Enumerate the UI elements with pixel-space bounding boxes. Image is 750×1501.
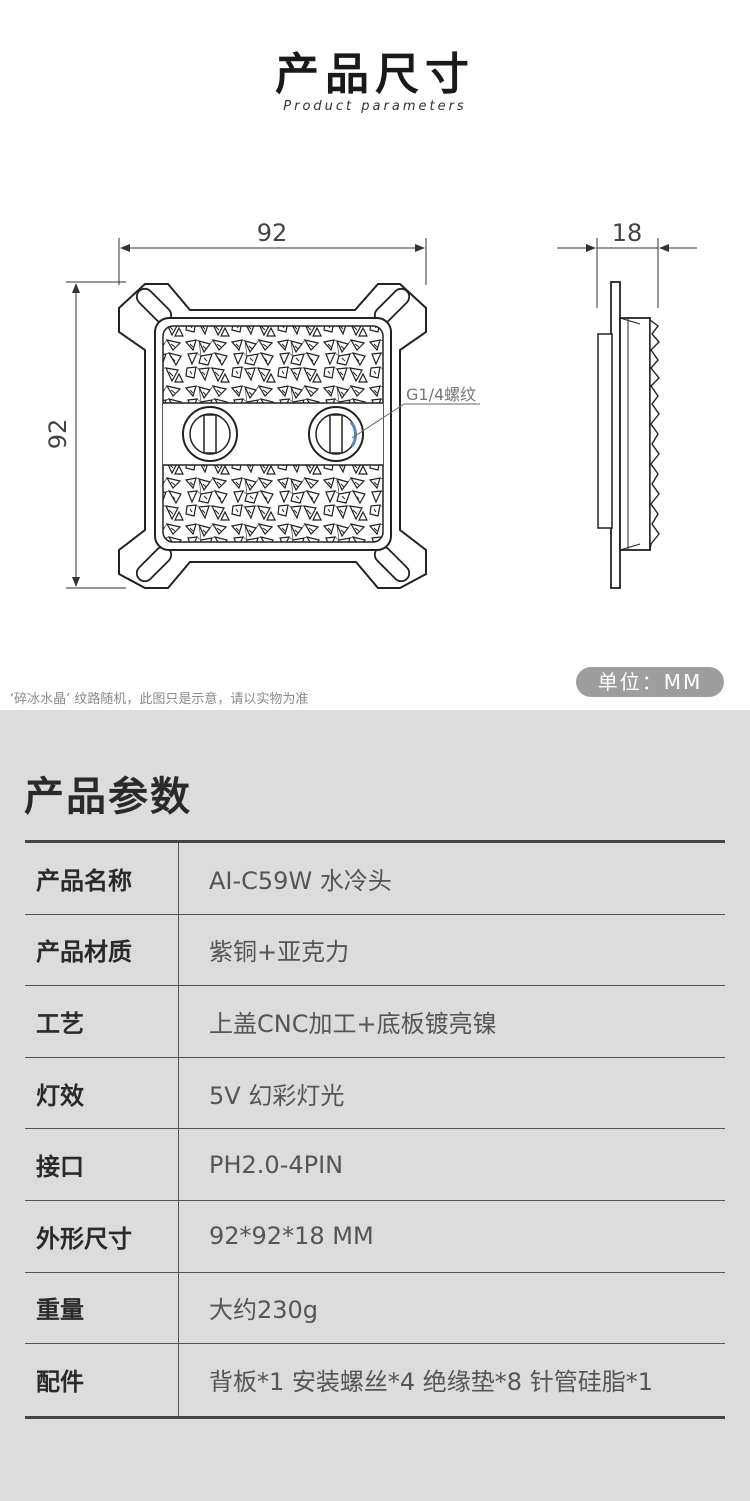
pattern-note: ‘碎冰水晶’ 纹路随机，此图只是示意，请以实物为准 [10, 692, 309, 707]
spec-value: 92*92*18 MM [209, 1222, 374, 1251]
table-row: 接口 PH2.0-4PIN [25, 1129, 725, 1201]
thread-callout: G1/4螺纹 [351, 385, 480, 439]
spec-value: 5V 幻彩灯光 [209, 1081, 345, 1110]
front-height-dimension: 92 [44, 281, 126, 589]
spec-label: 灯效 [25, 1057, 179, 1129]
spec-label: 产品材质 [25, 914, 179, 986]
waterblock-side-view [597, 281, 660, 589]
spec-label: 重量 [25, 1272, 179, 1344]
table-row: 产品名称 AI-C59W 水冷头 [25, 843, 725, 915]
front-height-label: 92 [44, 419, 72, 450]
side-depth-label: 18 [612, 219, 643, 247]
table-row: 配件 背板*1 安装螺丝*4 绝缘垫*8 针管硅脂*1 [25, 1344, 725, 1416]
dimensions-section: 产品尺寸 Product parameters 92 92 [0, 0, 750, 710]
unit-badge: 单位：MM [576, 667, 724, 697]
spec-label: 产品名称 [25, 843, 179, 914]
specs-title: 产品参数 [24, 774, 192, 820]
specs-section: 产品参数 产品名称 AI-C59W 水冷头 产品材质 紫铜+亚克力 工艺 上盖C… [0, 710, 750, 1501]
spec-value: 大约230g [209, 1296, 319, 1325]
spec-value: AI-C59W 水冷头 [209, 866, 392, 895]
table-row: 灯效 5V 幻彩灯光 [25, 1057, 725, 1130]
front-width-label: 92 [257, 219, 288, 247]
table-row: 外形尺寸 92*92*18 MM [25, 1200, 725, 1273]
spec-label: 配件 [25, 1344, 179, 1416]
table-row: 工艺 上盖CNC加工+底板镀亮镍 [25, 986, 725, 1058]
spec-value: PH2.0-4PIN [209, 1150, 344, 1179]
spec-label: 外形尺寸 [25, 1200, 179, 1272]
front-width-dimension: 92 [118, 219, 427, 285]
table-row: 重量 大约230g [25, 1272, 725, 1345]
spec-table: 产品名称 AI-C59W 水冷头 产品材质 紫铜+亚克力 工艺 上盖CNC加工+… [25, 840, 725, 1419]
technical-drawing: 92 92 [44, 219, 697, 589]
waterblock-front-view [118, 283, 427, 589]
side-depth-dimension: 18 [557, 219, 697, 308]
table-row: 产品材质 紫铜+亚克力 [25, 914, 725, 987]
spec-value: 紫铜+亚克力 [209, 938, 350, 967]
spec-value: 背板*1 安装螺丝*4 绝缘垫*8 针管硅脂*1 [209, 1368, 653, 1397]
spec-value: 上盖CNC加工+底板镀亮镍 [209, 1009, 497, 1038]
page-subtitle: Product parameters [283, 99, 467, 114]
spec-label: 接口 [25, 1129, 179, 1200]
thread-label: G1/4螺纹 [406, 385, 476, 404]
spec-label: 工艺 [25, 986, 179, 1057]
page-title: 产品尺寸 [275, 49, 475, 100]
